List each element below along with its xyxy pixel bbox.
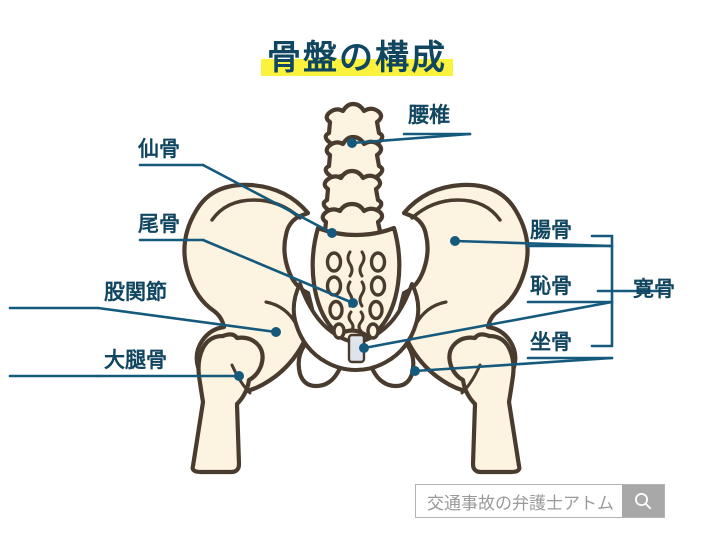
label-hip-joint: 股関節 (104, 280, 167, 304)
skeleton-group (182, 101, 530, 475)
label-sacrum: 仙骨 (138, 137, 180, 161)
dot-pubis (359, 343, 369, 353)
leader-lines-group (8, 132, 664, 378)
label-pubis: 恥骨 (530, 274, 572, 298)
dot-ilium (450, 236, 460, 246)
dot-coccyx (348, 298, 358, 308)
label-hip-bone-group: 寛骨 (633, 277, 675, 301)
right-acetabulum-arc (414, 300, 448, 326)
right-femur-shape (447, 332, 522, 475)
watermark-text: 交通事故の弁護士アトム (427, 493, 614, 514)
label-coccyx: 尾骨 (138, 212, 180, 236)
watermark-search-box: 交通事故の弁護士アトム (415, 484, 665, 518)
lumbar-vertebrae-shape (319, 101, 386, 250)
leader-coccyx (201, 238, 355, 305)
label-ilium: 腸骨 (530, 218, 572, 242)
sacral-foramina (325, 251, 387, 340)
label-femur: 大腿骨 (104, 348, 167, 372)
left-femur-neck-line (230, 363, 252, 395)
leader-lumbar (350, 132, 472, 145)
left-acetabulum-arc (264, 300, 298, 326)
sacrum-shape (310, 225, 402, 343)
right-iliac-fossa-line (410, 198, 502, 222)
dot-hip-joint (271, 327, 281, 337)
leader-sacrum (201, 163, 334, 235)
leader-hip-joint (96, 306, 278, 334)
dot-lumbar (347, 138, 357, 148)
left-femur-shape (190, 332, 265, 475)
dot-femur (234, 371, 244, 381)
leader-ischium (413, 356, 614, 373)
label-lumbar-vertebrae: 腰椎 (408, 103, 450, 127)
label-ischium: 坐骨 (530, 330, 572, 354)
leader-pubis (362, 300, 614, 350)
search-button (622, 485, 664, 517)
leader-dots-group (234, 138, 460, 381)
dot-ischium (410, 366, 420, 376)
dot-sacrum (327, 228, 337, 238)
magnifier-icon (635, 493, 652, 510)
